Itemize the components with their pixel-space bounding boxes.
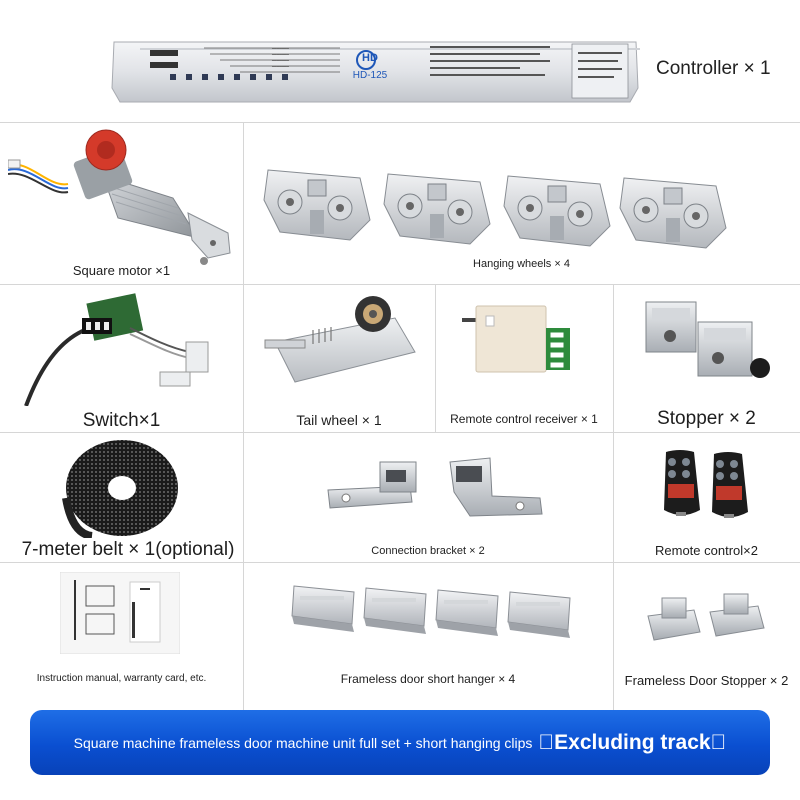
manual-label: Instruction manual, warranty card, etc. [36,673,207,684]
square-motor-label: Square motor ×1 [72,263,171,278]
tail-wheel-label: Tail wheel × 1 [296,412,382,428]
connection-bracket-label: Connection bracket × 2 [371,545,485,557]
controller-label: Controller × 1 [656,58,771,79]
controller-image: ━━━━━━━━━━━━━━ ━━━━━━━━━━━━━━ [110,40,640,104]
svg-text:━━━━━━━: ━━━━━━━ [271,46,289,51]
belt-label: 7-meter belt × 1(optional) [21,539,235,560]
remote-receiver-image [462,300,592,380]
svg-text:━━━━━━━: ━━━━━━━ [271,52,289,57]
switch-label: Switch×1 [82,410,161,431]
short-hanger-image [288,580,578,650]
remote-control-label: Remote control×2 [655,543,758,558]
remote-control-image [660,448,760,528]
divider-row2 [0,284,800,285]
hanging-wheels-image [260,150,740,250]
remote-receiver-label: Remote control receiver × 1 [450,412,598,426]
divider-col-receiver [435,284,436,432]
divider-col3 [613,284,614,712]
banner-highlight:  Excluding track  [538,730,727,754]
bottom-banner: Square machine frameless door machine un… [30,710,770,775]
frameless-stopper-label: Frameless Door Stopper × 2 [624,673,789,688]
divider-col1 [243,122,244,712]
belt-image [62,438,182,540]
divider-row4 [0,562,800,563]
divider-row3 [0,432,800,433]
stopper-label: Stopper × 2 [657,408,756,429]
stopper-image [638,292,778,392]
square-motor-image [7,128,238,270]
divider-top [0,122,800,123]
banner-subtitle: Square machine frameless door machine un… [73,734,533,751]
connection-bracket-image [320,452,550,528]
svg-text:━━━━━━━: ━━━━━━━ [271,64,289,69]
controller-logo: HD [362,52,378,64]
svg-text:━━━━━━━: ━━━━━━━ [271,58,289,63]
controller-model: HD-125 [352,70,388,81]
switch-image [20,288,220,407]
short-hanger-label: Frameless door short hanger × 4 [340,672,516,686]
manual-image [59,571,181,655]
tail-wheel-image [255,292,425,392]
frameless-stopper-image [644,592,774,648]
hanging-wheels-label: Hanging wheels × 4 [473,258,570,270]
